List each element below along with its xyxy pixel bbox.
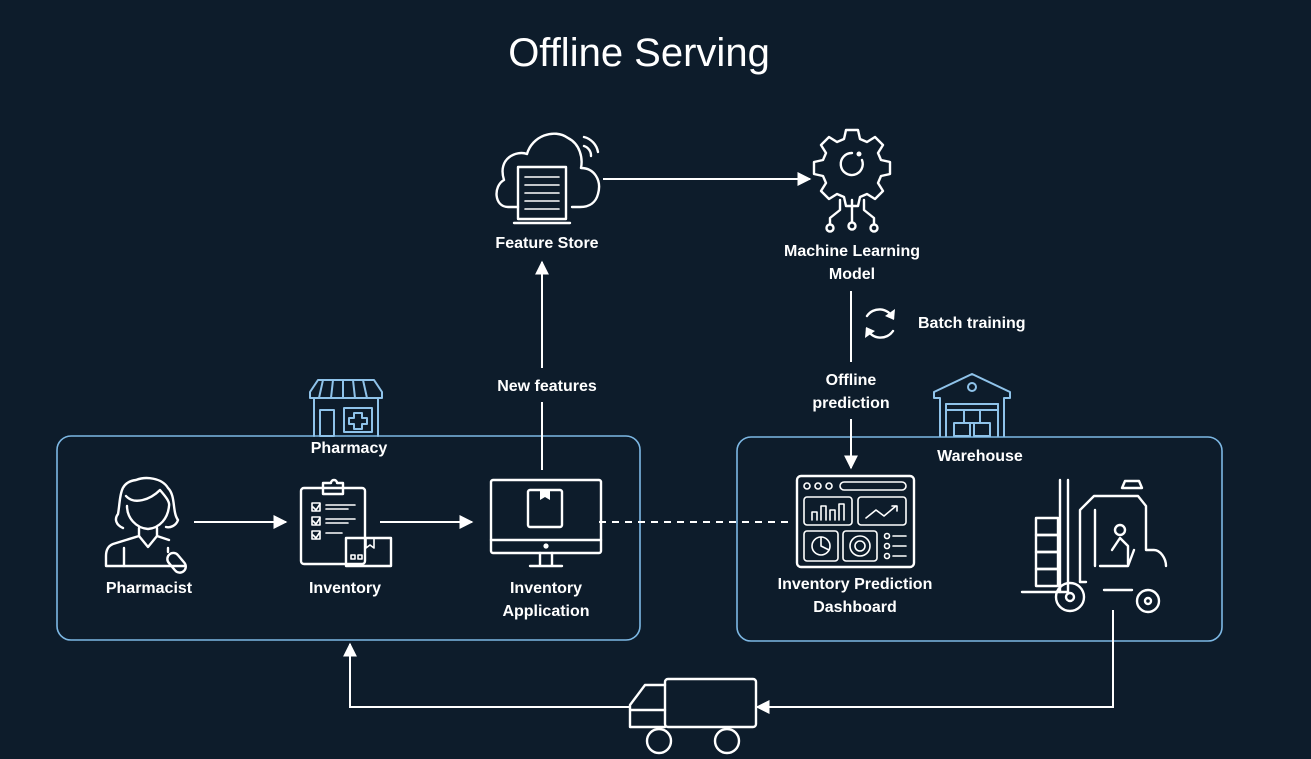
new-features-label: New features <box>497 378 597 395</box>
feature-store-label: Feature Store <box>495 235 598 252</box>
inventory-app-label-line2: Application <box>502 603 589 620</box>
pharmacy-label: Pharmacy <box>311 440 388 457</box>
warehouse-group-box <box>736 436 1223 642</box>
batch-training-label: Batch training <box>918 315 1026 332</box>
offline-prediction-label-line2: prediction <box>812 395 889 412</box>
dashboard-label-line2: Dashboard <box>813 599 897 616</box>
warehouse-label: Warehouse <box>937 448 1023 465</box>
inventory-label: Inventory <box>309 580 381 597</box>
truck-icon <box>628 677 758 755</box>
pharmacist-label: Pharmacist <box>106 580 193 597</box>
pharmacist-icon <box>104 476 187 574</box>
page-title: Offline Serving <box>508 31 770 75</box>
ml-model-label-line2: Model <box>829 266 875 283</box>
dashboard-icon <box>795 474 916 569</box>
warehouse-icon <box>933 373 1011 437</box>
monitor-icon <box>489 478 603 568</box>
dashboard-label-line1: Inventory Prediction <box>778 576 933 593</box>
gear-circuit-icon <box>812 128 892 233</box>
clipboard-checklist-icon <box>299 478 393 568</box>
refresh-icon <box>865 308 895 339</box>
inventory-app-label-line1: Inventory <box>510 580 582 597</box>
edge-warehouse-to-truck <box>755 610 1114 714</box>
offline-prediction-label-line1: Offline <box>826 372 877 389</box>
forklift-icon <box>1020 478 1168 614</box>
cloud-document-icon <box>495 132 601 225</box>
edge-truck-to-pharmacy <box>343 642 629 708</box>
pharmacy-store-icon <box>309 379 383 437</box>
pharmacy-group-box <box>56 435 641 641</box>
ml-model-label-line1: Machine Learning <box>784 243 920 260</box>
